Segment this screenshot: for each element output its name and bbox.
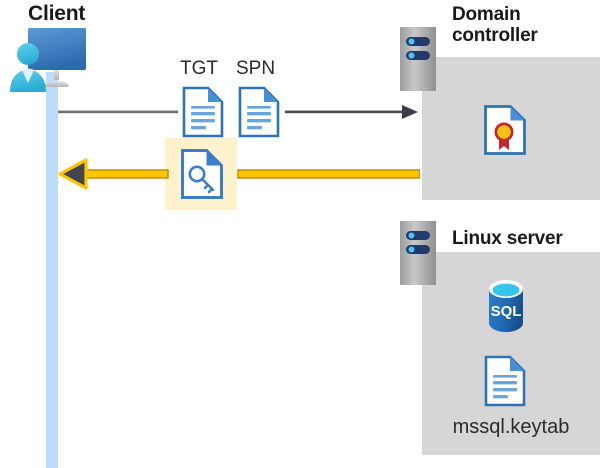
domain-controller-title: Domain controller: [452, 4, 538, 47]
linux-server-title: Linux server: [452, 228, 563, 249]
linux-server-rack-icon: [400, 221, 436, 285]
client-title: Client: [28, 2, 86, 25]
spn-document-icon: [238, 86, 280, 138]
client-lifeline-bar: [46, 72, 58, 468]
domain-controller-server-rack-icon: [400, 27, 436, 91]
keytab-filename-label: mssql.keytab: [452, 416, 570, 438]
tgt-document-icon: [182, 86, 224, 138]
tgt-label: TGT: [180, 58, 218, 79]
sql-database-icon: SQL: [483, 280, 529, 332]
svg-text:SQL: SQL: [491, 303, 522, 320]
response-arrow: [58, 158, 421, 190]
spn-label: SPN: [236, 58, 276, 79]
request-arrow: [58, 104, 418, 120]
client-workstation-icon: [6, 22, 102, 94]
certificate-document-icon: [483, 104, 527, 156]
keytab-document-icon: [484, 355, 526, 407]
kerberos-ticket-document-icon: [180, 148, 224, 200]
